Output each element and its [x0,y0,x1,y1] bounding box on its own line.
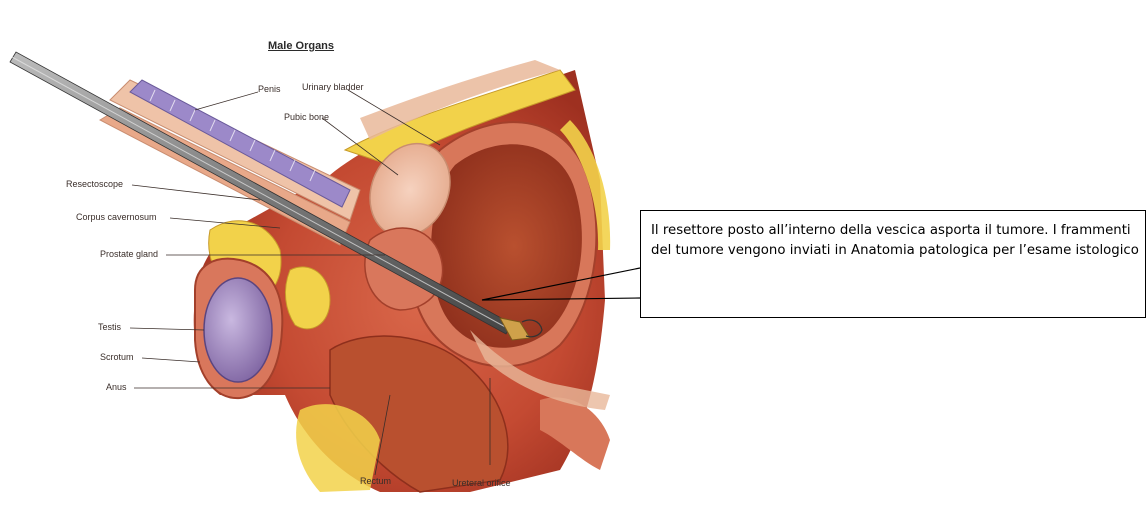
label-pubic-bone: Pubic bone [284,112,329,123]
bladder-lumen [431,144,582,347]
figure-title: Male Organs [268,40,334,52]
label-resectoscope: Resectoscope [66,179,123,190]
callout-text: Il resettore posto all’interno della ves… [651,221,1141,261]
label-urinary-bladder: Urinary bladder [302,82,364,93]
label-prostate-gland: Prostate gland [100,249,158,260]
label-ureteral-orifice: Ureteral orifice [452,478,511,489]
label-testis: Testis [98,322,121,333]
testis [204,278,272,382]
label-penis: Penis [258,84,281,95]
label-scrotum: Scrotum [100,352,134,363]
label-rectum: Rectum [360,476,391,487]
label-anus: Anus [106,382,127,393]
label-corpus-cavernosum: Corpus cavernosum [76,212,157,223]
callout-box: Il resettore posto all’interno della ves… [640,210,1146,318]
